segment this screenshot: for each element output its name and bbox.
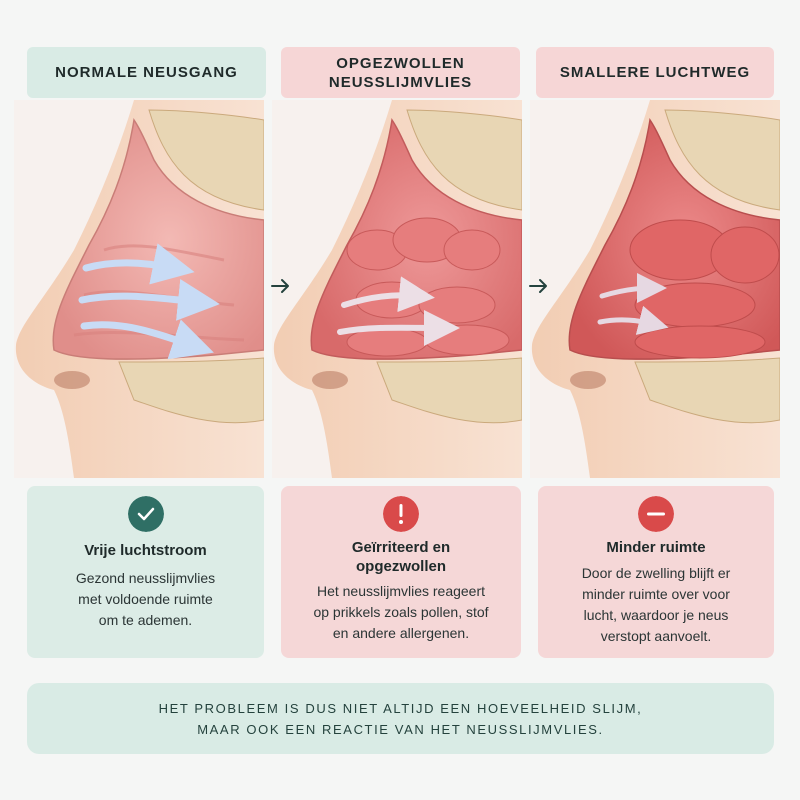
arrow-right-icon	[529, 279, 547, 293]
card-body: Gezond neusslijmvlies met voldoende ruim…	[27, 568, 264, 631]
footer-line: HET PROBLEEM IS DUS NIET ALTIJD EEN HOEV…	[158, 700, 643, 716]
card-body-line: verstopt aanvoelt.	[600, 628, 712, 644]
header-normal: NORMALE NEUSGANG	[27, 47, 266, 98]
card-normal: Vrije luchtstroom Gezond neusslijmvlies …	[27, 486, 264, 658]
badge-circle	[127, 496, 164, 532]
normal-nasal-passage-illustration	[14, 100, 264, 478]
card-body-line: en andere allergenen.	[332, 625, 470, 641]
card-title: Minder ruimte	[538, 538, 774, 557]
card-body-line: minder ruimte over voor	[582, 586, 730, 602]
header-narrow-line: SMALLERE LUCHTWEG	[559, 64, 751, 81]
card-body-line: Het neusslijmvlies reageert	[316, 583, 486, 599]
footer-line: MAAR OOK EEN REACTIE VAN HET NEUSSLIJMVL…	[197, 721, 604, 737]
card-title-line: Geïrriteerd en	[351, 539, 451, 556]
card-body-line: om te ademen.	[98, 612, 193, 628]
minus-icon	[638, 496, 674, 532]
card-body-line: met voldoende ruimte	[78, 591, 213, 607]
card-title: Vrije luchtstroom	[27, 541, 264, 560]
header-narrow: SMALLERE LUCHTWEG	[536, 47, 774, 98]
check-icon	[127, 496, 164, 532]
narrowed-airway-illustration	[530, 100, 780, 478]
card-body-line: lucht, waardoor je neus	[583, 607, 729, 623]
header-swollen-line-2: NEUSSLIJMVLIES	[328, 73, 473, 91]
card-swollen: Geïrriteerd en opgezwollen Het neusslijm…	[281, 486, 521, 658]
card-body-line: op prikkels zoals pollen, stof	[313, 604, 489, 620]
header-normal-line: NORMALE NEUSGANG	[55, 64, 238, 81]
swollen-mucosa-illustration	[272, 100, 522, 478]
card-title-line: Vrije luchtstroom	[84, 542, 207, 559]
card-body-line: Gezond neusslijmvlies	[75, 570, 216, 586]
card-body: Door de zwelling blijft er minder ruimte…	[538, 563, 774, 647]
card-narrow: Minder ruimte Door de zwelling blijft er…	[538, 486, 774, 658]
header-swollen-line-1: OPGEZWOLLEN	[336, 54, 465, 72]
header-swollen: OPGEZWOLLEN NEUSSLIJMVLIES	[281, 47, 520, 98]
footer-banner: HET PROBLEEM IS DUS NIET ALTIJD EEN HOEV…	[27, 683, 774, 754]
card-body-line: Door de zwelling blijft er	[581, 565, 731, 581]
card-title-line: Minder ruimte	[606, 539, 706, 556]
exclamation-icon	[383, 496, 419, 532]
arrow-right-icon	[271, 279, 289, 293]
card-body: Het neusslijmvlies reageert op prikkels …	[281, 581, 521, 644]
card-title: Geïrriteerd en opgezwollen	[281, 538, 521, 576]
card-title-line: opgezwollen	[356, 558, 446, 575]
